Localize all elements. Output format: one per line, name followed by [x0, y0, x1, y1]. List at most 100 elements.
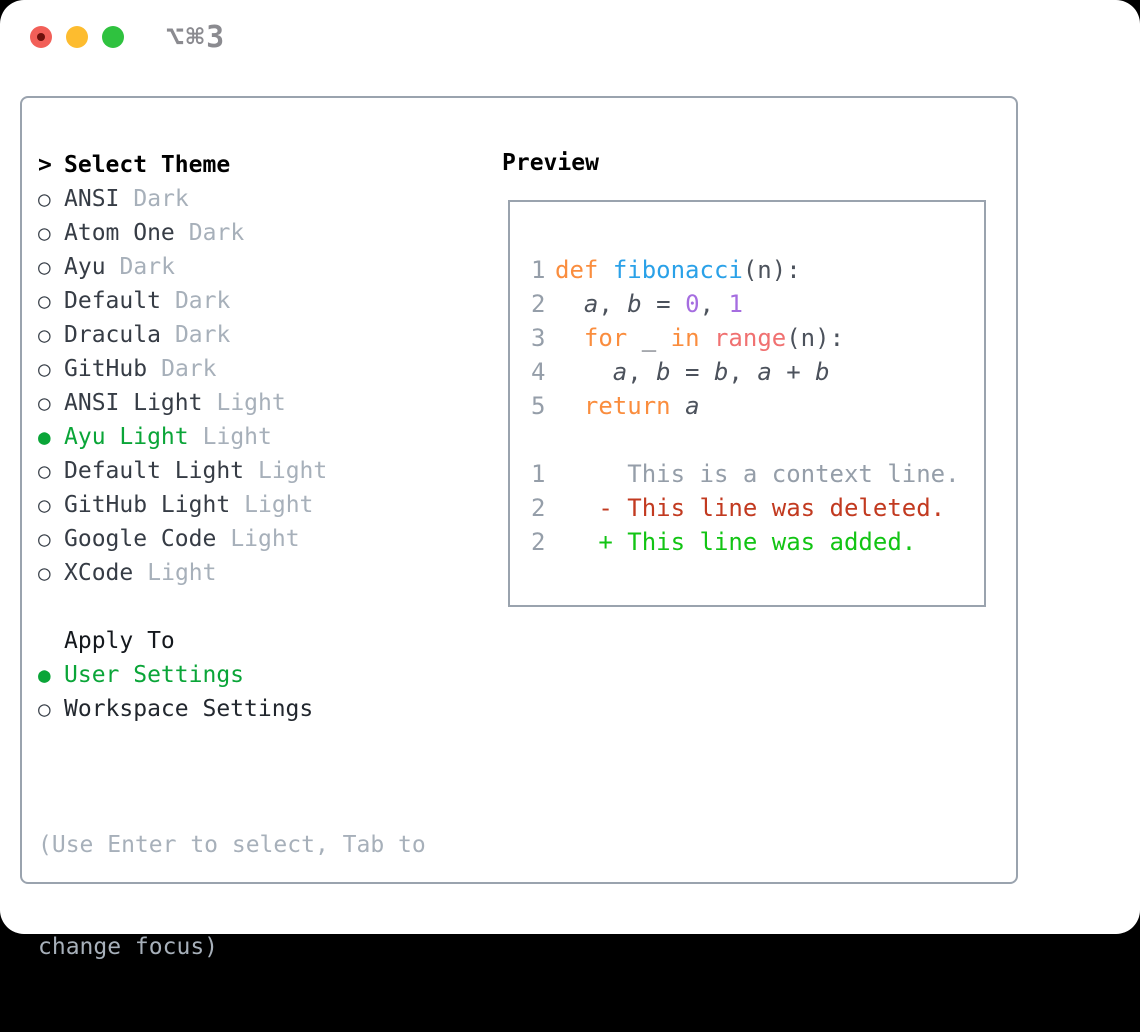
radio-selected-icon: ●	[38, 425, 51, 449]
code-line-5: 5 return a	[531, 389, 960, 423]
theme-variant: Dark	[133, 186, 189, 212]
apply-to-section: Apply To ● User Settings ○ Workspace Settin…	[38, 624, 313, 726]
theme-item-github-light[interactable]: ○ GitHub Light Light	[38, 488, 327, 522]
theme-item-default-light[interactable]: ○ Default Light Light	[38, 454, 327, 488]
line-number: 1	[531, 460, 546, 488]
theme-name: XCode	[64, 560, 134, 586]
minimize-button[interactable]	[66, 26, 88, 48]
theme-item-ayu[interactable]: ○ Ayu Dark	[38, 250, 327, 284]
line-number: 1	[531, 256, 546, 284]
theme-item-default[interactable]: ○ Default Dark	[38, 284, 327, 318]
theme-variant: Light	[147, 560, 217, 586]
line-number: 2	[531, 290, 546, 318]
radio-unselected-icon: ○	[38, 221, 51, 245]
apply-to-options: ● User Settings ○ Workspace Settings	[38, 658, 313, 726]
code-line-9: 2 + This line was added.	[531, 525, 960, 559]
hint-line-2: change focus)	[38, 934, 219, 960]
line-number: 3	[531, 324, 546, 352]
theme-name: Dracula	[64, 322, 161, 348]
hint-line-1: (Use Enter to select, Tab to	[38, 832, 426, 858]
radio-unselected-icon: ○	[38, 527, 51, 551]
apply-to-header: Apply To	[64, 628, 175, 654]
radio-unselected-icon: ○	[38, 289, 51, 313]
radio-unselected-icon: ○	[38, 391, 51, 415]
theme-name: Ayu Light	[64, 424, 189, 450]
radio-unselected-icon: ○	[38, 697, 51, 721]
code-text: a, b = 0, 1	[583, 290, 743, 318]
theme-variant: Light	[202, 424, 272, 450]
code-line-3: 3 for _ in range(n):	[531, 321, 960, 355]
select-theme-header: > Select Theme	[38, 148, 327, 182]
radio-unselected-icon: ○	[38, 459, 51, 483]
radio-unselected-icon: ○	[38, 493, 51, 517]
theme-variant: Dark	[161, 356, 217, 382]
line-number: 2	[531, 494, 546, 522]
radio-unselected-icon: ○	[38, 323, 51, 347]
theme-item-ansi[interactable]: ○ ANSI Dark	[38, 182, 327, 216]
code-line-6	[531, 423, 960, 457]
line-number: 2	[531, 528, 546, 556]
theme-name: Atom One	[64, 220, 175, 246]
theme-name: Default	[64, 288, 161, 314]
radio-unselected-icon: ○	[38, 357, 51, 381]
apply-option-label: Workspace Settings	[64, 696, 314, 722]
theme-variant: Dark	[188, 220, 245, 246]
theme-item-github[interactable]: ○ GitHub Dark	[38, 352, 327, 386]
apply-option-user-settings[interactable]: ● User Settings	[38, 658, 313, 692]
theme-item-google-code[interactable]: ○ Google Code Light	[38, 522, 327, 556]
line-number	[531, 423, 546, 457]
select-theme-title: Select Theme	[64, 152, 231, 178]
theme-name: ANSI	[64, 186, 120, 212]
code-text: def fibonacci(n):	[555, 256, 801, 284]
theme-name: Ayu	[64, 254, 106, 280]
keyboard-hint: (Use Enter to select, Tab to change focu…	[38, 760, 426, 1032]
theme-name: GitHub Light	[64, 492, 231, 518]
theme-item-ansi-light[interactable]: ○ ANSI Light Light	[38, 386, 327, 420]
code-text: + This line was added.	[555, 528, 917, 556]
radio-unselected-icon: ○	[38, 561, 51, 585]
zoom-button[interactable]	[102, 26, 124, 48]
code-text: return a	[583, 392, 700, 420]
theme-variant: Dark	[174, 288, 231, 314]
theme-variant: Light	[244, 492, 314, 518]
line-number: 5	[531, 392, 546, 420]
theme-name: GitHub	[64, 356, 148, 382]
theme-name: ANSI Light	[64, 390, 203, 416]
theme-variant: Dark	[174, 322, 231, 348]
theme-name: Google Code	[64, 526, 217, 552]
line-number: 4	[531, 358, 546, 386]
code-line-4: 4 a, b = b, a + b	[531, 355, 960, 389]
theme-variant: Dark	[119, 254, 175, 280]
radio-unselected-icon: ○	[38, 187, 51, 211]
apply-option-workspace-settings[interactable]: ○ Workspace Settings	[38, 692, 313, 726]
apply-option-label: User Settings	[64, 662, 245, 688]
theme-variant: Light	[258, 458, 328, 484]
code-text: This is a context line.	[555, 460, 960, 488]
window-title: ⌥⌘3	[166, 20, 227, 55]
titlebar: ⌥⌘3	[0, 0, 1140, 76]
code-line-8: 2 - This line was deleted.	[531, 491, 960, 525]
preview-title: Preview	[502, 150, 599, 176]
radio-selected-icon: ●	[38, 663, 51, 687]
theme-item-atom-one[interactable]: ○ Atom One Dark	[38, 216, 327, 250]
code-line-1: 1 def fibonacci(n):	[531, 253, 960, 287]
theme-variant: Light	[230, 526, 300, 552]
theme-variant: Light	[216, 390, 286, 416]
close-button[interactable]	[30, 26, 52, 48]
code-text: a, b = b, a + b	[612, 358, 830, 386]
theme-name: Default Light	[64, 458, 245, 484]
code-line-7: 1 This is a context line.	[531, 457, 960, 491]
prompt-icon: >	[38, 152, 52, 178]
theme-item-xcode[interactable]: ○ XCode Light	[38, 556, 327, 590]
radio-unselected-icon: ○	[38, 255, 51, 279]
theme-item-ayu-light[interactable]: ● Ayu Light Light	[38, 420, 327, 454]
code-line-2: 2 a, b = 0, 1	[531, 287, 960, 321]
code-text: for _ in range(n):	[583, 324, 845, 352]
theme-item-dracula[interactable]: ○ Dracula Dark	[38, 318, 327, 352]
code-text: - This line was deleted.	[555, 494, 946, 522]
